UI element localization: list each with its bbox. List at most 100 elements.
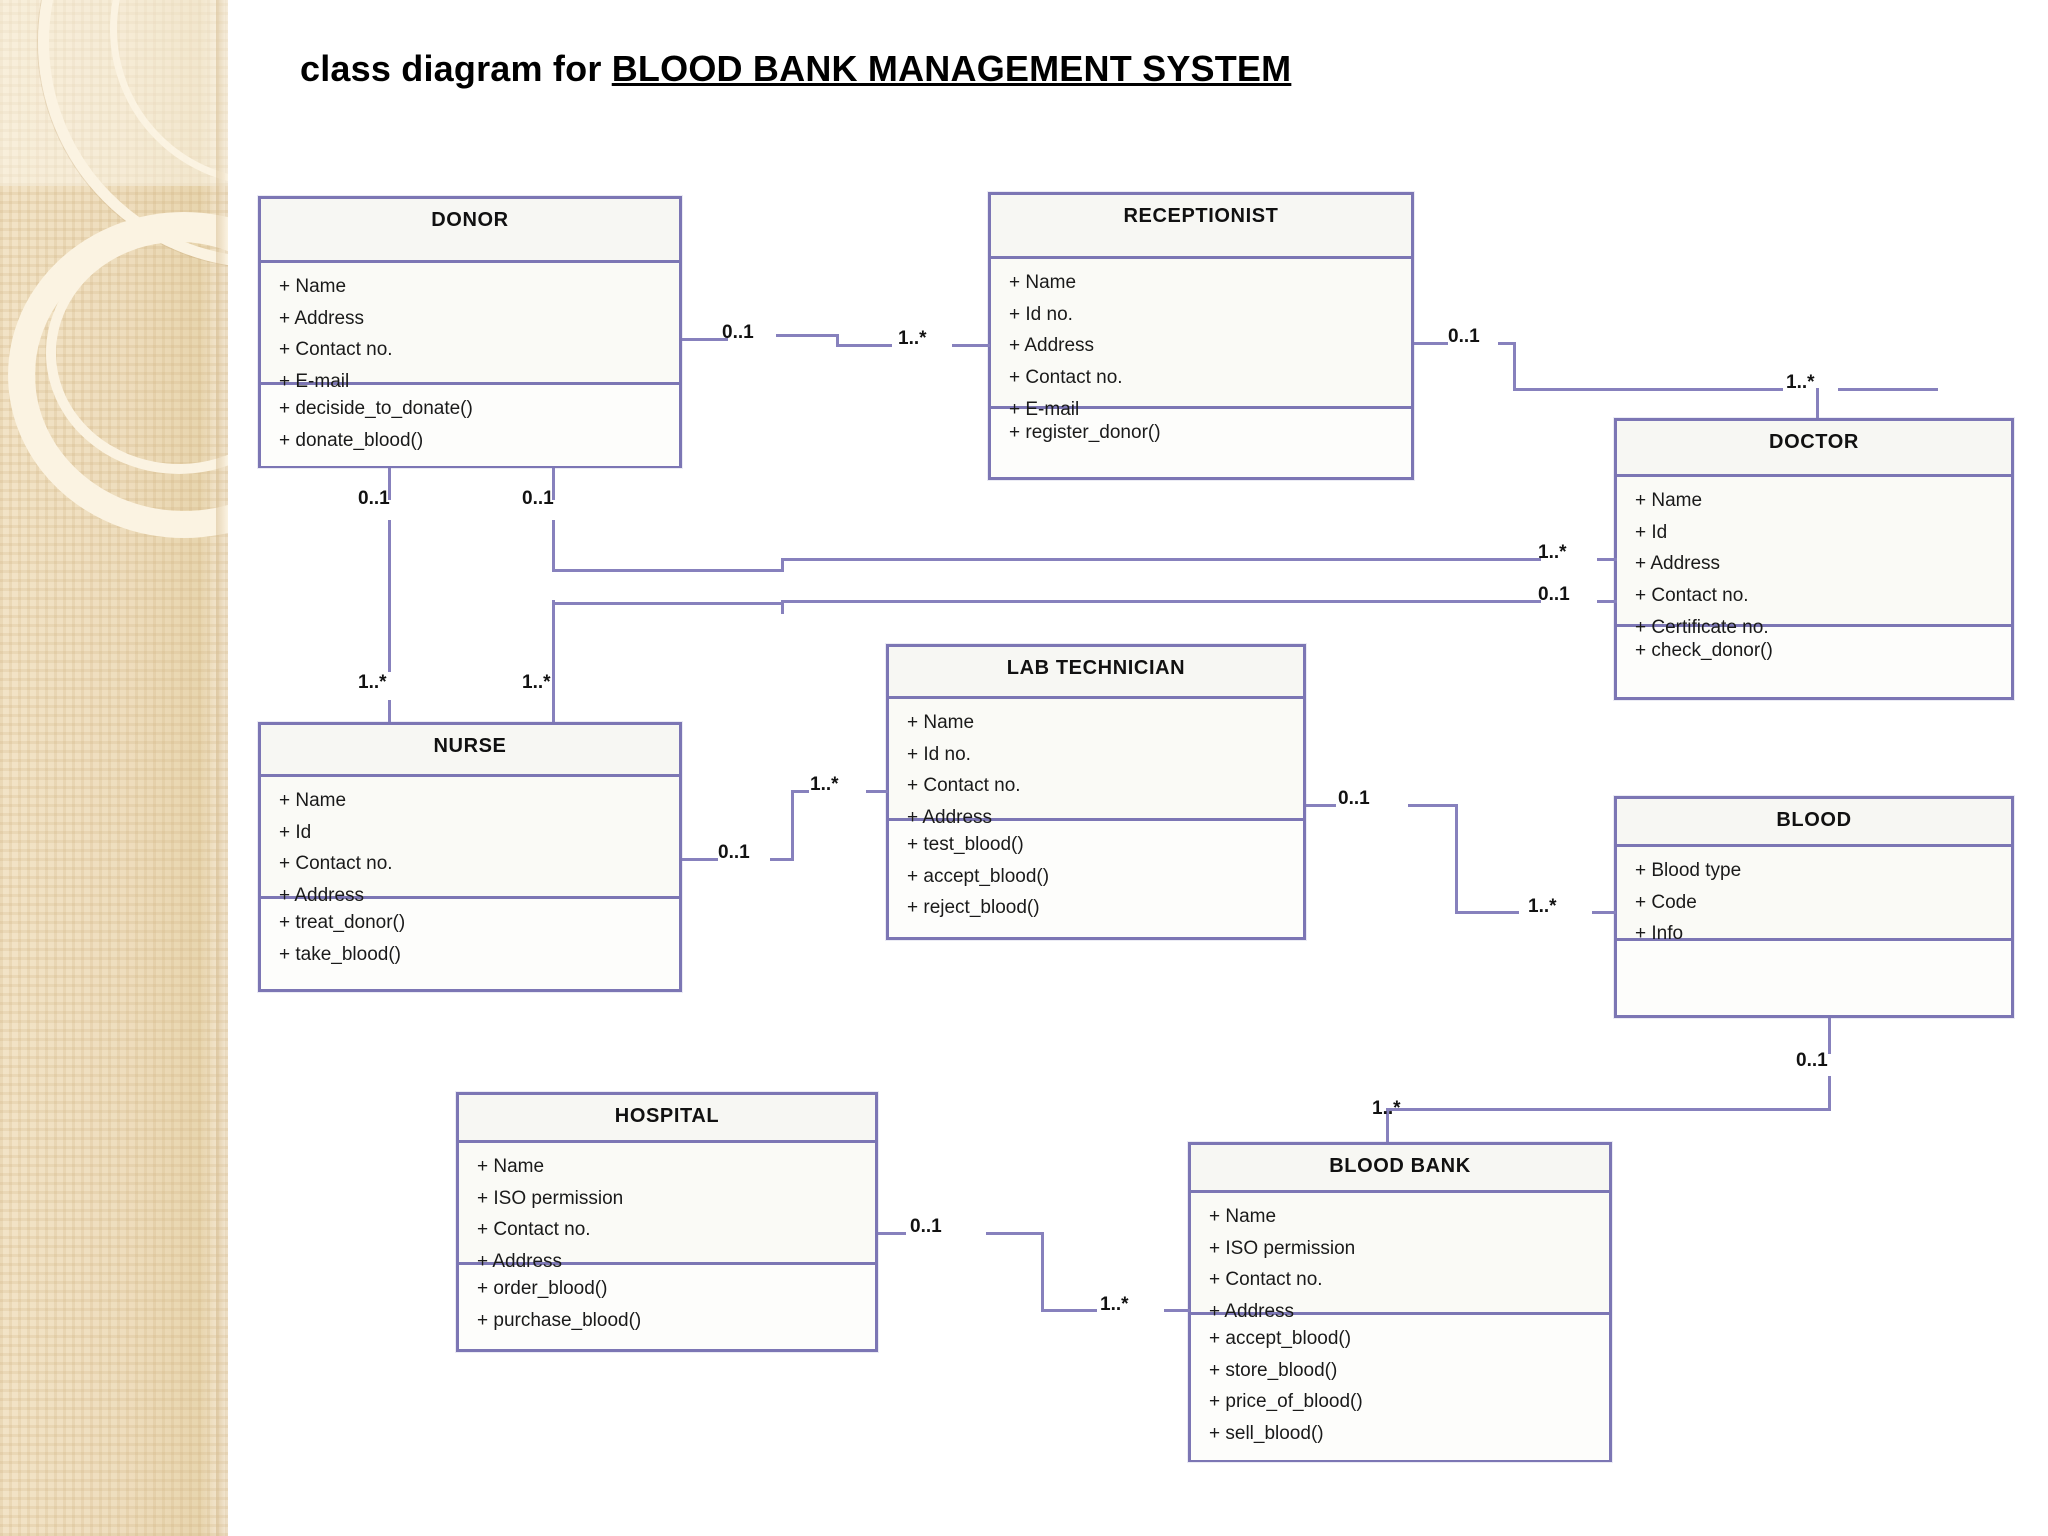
edge-nurse-lab-vertical — [791, 790, 794, 860]
multiplicity-donor-nurse-donor-end: 0..1 — [358, 488, 390, 509]
attribute-row: + Certificate no. — [1635, 616, 1769, 638]
edge-donor-nurse-upper — [388, 468, 391, 500]
attribute-row: + Address — [279, 885, 365, 907]
class-box-blood[interactable]: BLOOD + Blood type + Code + Info — [1614, 796, 2014, 1018]
edge-donor-doctor2-tail — [552, 700, 555, 722]
operation-row: + donate_blood() — [279, 429, 424, 451]
class-attributes-donor: + Name + Address + Contact no. + E-mail — [261, 263, 679, 392]
edge-receptionist-doctor-seg4 — [1838, 388, 1938, 391]
edge-lab-blood-seg1 — [1306, 804, 1336, 807]
operation-row: + accept_blood() — [1209, 1328, 1352, 1349]
multiplicity-blood-bank-bank-end: 1..* — [1372, 1098, 1401, 1119]
attribute-row: + Name — [279, 276, 347, 297]
edge-lab-blood-seg4 — [1592, 911, 1616, 914]
class-name-nurse: NURSE — [261, 725, 679, 777]
multiplicity-hospital-bank-hospital-end: 0..1 — [910, 1216, 942, 1237]
operation-row: + purchase_blood() — [477, 1309, 642, 1331]
edge-donor-doctor-mid — [552, 520, 555, 572]
operation-row: + order_blood() — [477, 1278, 608, 1299]
class-attributes-nurse: + Name + Id + Contact no. + Address — [261, 777, 679, 906]
edge-hospital-bank-seg1 — [878, 1232, 906, 1235]
edge-donor-receptionist-seg3 — [836, 344, 892, 347]
edge-blood-bank-vertical-down — [1386, 1108, 1389, 1142]
class-operations-lab-technician: + test_blood() + accept_blood() + reject… — [889, 821, 1303, 935]
multiplicity-donor-receptionist-donor-end: 0..1 — [722, 322, 754, 343]
attribute-row: + Contact no. — [477, 1219, 591, 1241]
class-box-doctor[interactable]: DOCTOR + Name + Id + Address + Contact n… — [1614, 418, 2014, 700]
class-operations-blood — [1617, 941, 2011, 973]
attribute-row: + Id no. — [907, 743, 971, 765]
edge-nurse-lab-seg4 — [866, 790, 888, 793]
edge-blood-bank-horizontal — [1386, 1108, 1831, 1111]
edge-donor-receptionist-jog — [836, 334, 839, 346]
class-box-donor[interactable]: DONOR + Name + Address + Contact no. + E… — [258, 196, 682, 468]
multiplicity-donor-doctor-branch-end: 1..* — [522, 672, 551, 693]
multiplicity-lab-blood-lab-end: 0..1 — [1338, 788, 1370, 809]
class-box-hospital[interactable]: HOSPITAL + Name + ISO permission + Conta… — [456, 1092, 878, 1352]
class-box-blood-bank[interactable]: BLOOD BANK + Name + ISO permission + Con… — [1188, 1142, 1612, 1462]
edge-donor-doctor-h2b — [1597, 558, 1617, 561]
class-name-hospital: HOSPITAL — [459, 1095, 875, 1143]
multiplicity-nurse-lab-lab-end: 1..* — [810, 774, 839, 795]
attribute-row: + Name — [1209, 1206, 1277, 1227]
edge-nurse-lab-seg2 — [770, 858, 794, 861]
class-box-lab-technician[interactable]: LAB TECHNICIAN + Name + Id no. + Contact… — [886, 644, 1306, 940]
attribute-row: + Name — [907, 712, 975, 733]
class-operations-hospital: + order_blood() + purchase_blood() — [459, 1265, 875, 1347]
class-attributes-doctor: + Name + Id + Address + Contact no. + Ce… — [1617, 477, 2011, 638]
edge-donor-receptionist-seg4 — [952, 344, 990, 347]
edge-hospital-bank-seg3 — [1041, 1309, 1097, 1312]
class-operations-nurse: + treat_donor() + take_blood() — [261, 899, 679, 981]
edge-receptionist-doctor-down-to-box — [1816, 388, 1819, 418]
edge-nurse-lab-seg1 — [682, 858, 718, 861]
class-operations-donor: + deciside_to_donate() + donate_blood() — [261, 385, 679, 467]
attribute-row: + Id — [1635, 521, 1668, 543]
operation-row: + check_donor() — [1635, 640, 1773, 661]
edge-nurse-lab-seg3 — [791, 790, 809, 793]
operation-row: + register_donor() — [1009, 422, 1161, 443]
attribute-row: + E-mail — [279, 371, 350, 393]
empty-operations-placeholder — [1617, 949, 2011, 963]
operation-row: + price_of_blood() — [1209, 1391, 1363, 1413]
attribute-row: + Name — [1635, 490, 1703, 511]
attribute-row: + Address — [279, 307, 365, 329]
page-title: class diagram for BLOOD BANK MANAGEMENT … — [300, 48, 1800, 90]
edge-donor-doctor2-vertical — [552, 600, 555, 700]
operation-row: + store_blood() — [1209, 1359, 1338, 1381]
edge-donor-doctor2-h1 — [552, 602, 784, 605]
edge-receptionist-doctor-seg1 — [1414, 342, 1448, 345]
multiplicity-lab-blood-blood-end: 1..* — [1528, 896, 1557, 917]
class-operations-doctor: + check_donor() — [1617, 627, 2011, 677]
class-box-nurse[interactable]: NURSE + Name + Id + Contact no. + Addres… — [258, 722, 682, 992]
attribute-row: + Info — [1635, 923, 1684, 945]
edge-hospital-bank-seg2 — [986, 1232, 1044, 1235]
class-name-lab-technician: LAB TECHNICIAN — [889, 647, 1303, 699]
class-name-doctor: DOCTOR — [1617, 421, 2011, 477]
attribute-row: + Name — [1009, 272, 1077, 293]
multiplicity-receptionist-doctor-doctor-end: 1..* — [1786, 372, 1815, 393]
band-edge-gradient — [216, 0, 228, 1536]
attribute-row: + Name — [477, 1156, 545, 1177]
attribute-row: + Blood type — [1635, 860, 1742, 881]
class-name-donor: DONOR — [261, 199, 679, 263]
attribute-row: + Contact no. — [1009, 367, 1123, 389]
operation-row: + deciside_to_donate() — [279, 398, 473, 419]
class-box-receptionist[interactable]: RECEPTIONIST + Name + Id no. + Address +… — [988, 192, 1414, 480]
attribute-row: + Address — [1209, 1301, 1295, 1323]
edge-donor-nurse-lower — [388, 520, 391, 672]
attribute-row: + Id no. — [1009, 303, 1073, 325]
operation-row: + accept_blood() — [907, 865, 1050, 887]
edge-donor-doctor2-h2 — [781, 600, 1541, 603]
edge-donor-doctor2-step — [781, 600, 784, 614]
multiplicity-donor-doctor-donor-end: 0..1 — [522, 488, 554, 509]
class-name-receptionist: RECEPTIONIST — [991, 195, 1411, 259]
attribute-row: + Contact no. — [907, 775, 1021, 797]
multiplicity-doctor-left-lower: 0..1 — [1538, 584, 1570, 605]
edge-lab-blood-seg2 — [1408, 804, 1458, 807]
attribute-row: + Code — [1635, 891, 1697, 913]
attribute-row: + Name — [279, 790, 347, 811]
attribute-row: + Contact no. — [1635, 585, 1749, 607]
class-operations-blood-bank: + accept_blood() + store_blood() + price… — [1191, 1315, 1609, 1460]
edge-receptionist-doctor-seg2 — [1498, 342, 1516, 345]
